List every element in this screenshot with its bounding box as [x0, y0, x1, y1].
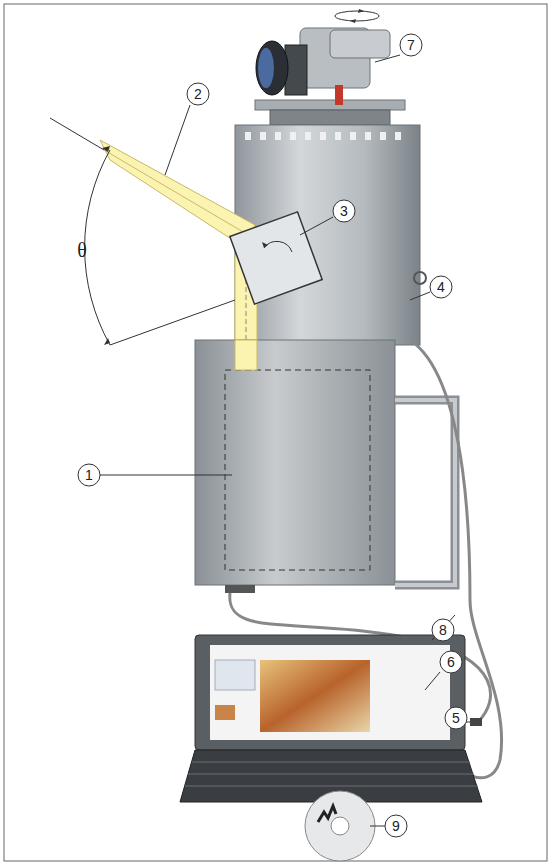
handle	[395, 400, 455, 585]
disc-hole	[331, 817, 349, 835]
callout-number: 1	[85, 468, 93, 482]
connector	[225, 585, 255, 593]
head-plate	[255, 100, 405, 110]
handle-highlight	[395, 400, 455, 585]
callout-number: 7	[407, 38, 415, 52]
frame	[4, 4, 547, 861]
angle-symbol: θ	[77, 240, 87, 260]
angle-line	[50, 118, 104, 150]
mirror-arrowhead	[262, 242, 268, 248]
angle-line	[110, 300, 235, 345]
rotation-arrow	[335, 11, 379, 21]
rotation-arrowhead	[350, 9, 364, 23]
laptop-port	[470, 718, 482, 726]
eyelet	[414, 272, 426, 284]
laptop-lid	[195, 635, 465, 750]
software-disc	[305, 791, 375, 861]
leader-lines	[100, 55, 470, 826]
vent-slots	[245, 132, 401, 140]
internal-unit	[225, 370, 370, 570]
lower-housing	[195, 340, 395, 585]
red-knob	[335, 85, 343, 105]
mirror-rotation-arrow	[264, 241, 292, 252]
head-top	[330, 30, 390, 58]
screen-thumbnail	[215, 705, 235, 720]
callout-number: 9	[392, 819, 400, 833]
laptop-screen	[210, 645, 450, 740]
scan-image	[260, 660, 370, 732]
callout-number: 3	[340, 204, 348, 218]
callout-circles	[78, 34, 467, 837]
beam-axis	[104, 150, 250, 236]
laser-beam-source	[235, 340, 257, 370]
lens-glass	[258, 48, 274, 88]
callout-number: 5	[452, 711, 460, 725]
callout-number: 2	[194, 87, 202, 101]
callout-number: 6	[447, 655, 455, 669]
rotating-mirror	[230, 212, 322, 304]
keys	[185, 762, 478, 786]
laser-beam-out	[100, 140, 255, 248]
callout-number: 4	[437, 280, 445, 294]
disc-print	[318, 806, 336, 822]
angle-arc	[85, 150, 110, 345]
head-mount	[270, 110, 390, 125]
camera-lens	[256, 41, 288, 95]
angle-arrowheads	[102, 146, 110, 345]
callout-number: 8	[439, 623, 447, 637]
screen-panel	[215, 660, 255, 690]
